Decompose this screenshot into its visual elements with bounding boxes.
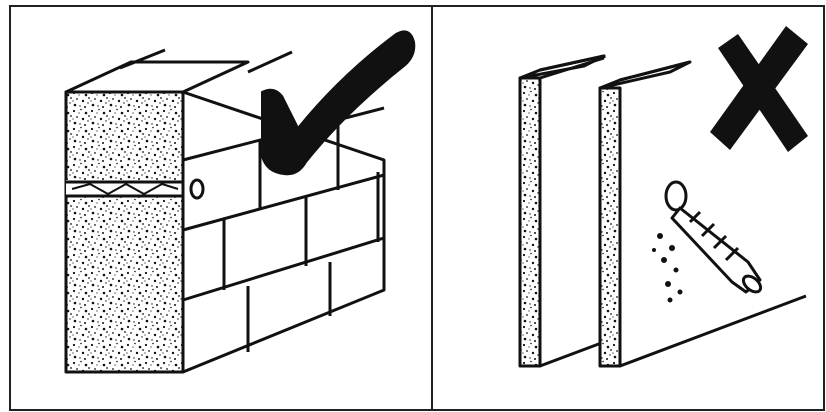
block-top-face [66,62,248,92]
cross-icon [710,26,808,152]
thin-panel-front [520,56,604,366]
left-panel [66,31,414,372]
right-panel [520,26,808,366]
wall-plug-icon [666,182,764,295]
anchor-bolt [66,180,183,196]
falling-debris [652,233,683,303]
concrete-block-face [66,92,183,372]
